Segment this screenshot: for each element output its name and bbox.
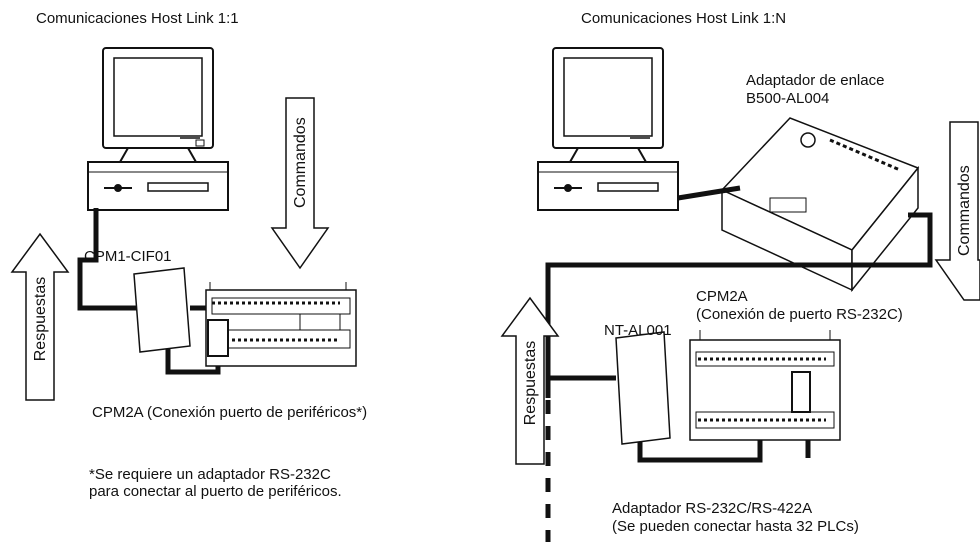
bottom-caption-line-2: (Se pueden conectar hasta 32 PLCs) bbox=[612, 518, 859, 535]
plc-caption-left: CPM2A (Conexión puerto de periféricos*) bbox=[92, 404, 368, 421]
interface-box-left bbox=[133, 267, 191, 353]
commands-arrow-right bbox=[934, 121, 980, 301]
commands-label-left: Commandos bbox=[292, 117, 309, 208]
title-host-link-1-n: Comunicaciones Host Link 1:N bbox=[581, 10, 787, 27]
title-host-link-1-1: Comunicaciones Host Link 1:1 bbox=[36, 10, 239, 27]
commands-label-right: Commandos bbox=[956, 165, 973, 256]
plc-left bbox=[205, 282, 357, 367]
interface-label-cpm1-cif01: CPM1-CIF01 bbox=[84, 248, 172, 265]
adapter-label-nt-al001: NT-AL001 bbox=[604, 322, 672, 339]
plc-right bbox=[689, 330, 841, 441]
bottom-caption-line-1: Adaptador RS-232C/RS-422A bbox=[612, 500, 813, 517]
responses-label-left: Respuestas bbox=[32, 276, 49, 362]
link-adapter-label-line-1: Adaptador de enlace bbox=[746, 72, 885, 89]
computer-left bbox=[87, 47, 229, 211]
responses-label-right: Respuestas bbox=[522, 340, 539, 426]
cable-right bbox=[545, 185, 933, 463]
footnote-line-2: para conectar al puerto de periféricos. bbox=[89, 483, 342, 500]
commands-arrow-left bbox=[270, 97, 330, 270]
plc-label-right-line-2: (Conexión de puerto RS-232C) bbox=[696, 306, 903, 323]
footnote-line-1: *Se requiere un adaptador RS-232C bbox=[89, 466, 331, 483]
plc-label-right-line-1: CPM2A bbox=[696, 288, 748, 305]
responses-arrow-left bbox=[10, 232, 70, 401]
responses-arrow-right bbox=[500, 296, 560, 465]
link-adapter-label-line-2: B500-AL004 bbox=[746, 90, 830, 107]
nt-al001-box bbox=[615, 331, 671, 445]
computer-right bbox=[537, 47, 679, 211]
